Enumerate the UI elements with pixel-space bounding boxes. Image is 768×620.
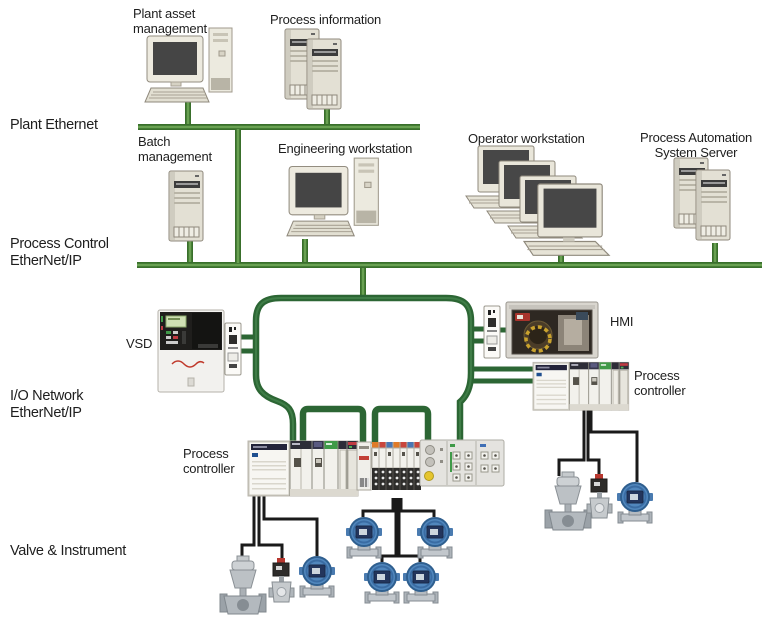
cable-right-transmitter	[589, 410, 639, 482]
label-process-control-ethernet: Process Control EtherNet/IP	[10, 236, 109, 269]
transmitter-icon	[363, 562, 401, 604]
operator-monitors-icon	[465, 145, 610, 256]
plc-rack-icon	[532, 361, 630, 411]
cable-mid-t-upleft	[361, 498, 395, 517]
server-tower-icon	[695, 169, 731, 241]
instrument-cables	[240, 410, 639, 562]
cable-left-smallvalve	[257, 492, 284, 560]
cable-right-smallvalve	[586, 410, 601, 476]
label-process-controller-left: Process controller	[183, 446, 235, 477]
ethernet-buses	[137, 100, 762, 300]
cable-mid-t-upright	[399, 498, 436, 517]
label-process-information: Process information	[270, 12, 382, 27]
label-process-automation-server: Process Automation System Server	[639, 130, 753, 161]
transmitter-icon	[298, 556, 336, 598]
plc-rack-icon	[247, 440, 359, 497]
cable-left-valve	[240, 492, 256, 560]
cable-right-valve	[557, 410, 586, 476]
point-io-rack-icon	[356, 441, 422, 491]
transmitter-icon	[345, 517, 383, 559]
small-valve-icon	[586, 473, 613, 519]
desktop-computer-icon	[286, 157, 379, 237]
transmitter-icon	[416, 517, 454, 559]
label-plant-asset-management: Plant asset management	[133, 6, 207, 37]
label-valve-instrument: Valve & Instrument	[10, 543, 127, 559]
control-valve-icon	[219, 555, 267, 615]
label-vsd: VSD	[126, 336, 153, 351]
cable-mid-t-lowright	[397, 498, 422, 562]
transmitter-icon	[616, 482, 654, 524]
flex-io-panel-icon	[419, 439, 505, 487]
label-engineering-workstation: Engineering workstation	[278, 141, 413, 156]
label-operator-workstation: Operator workstation	[468, 131, 585, 146]
label-hmi: HMI	[610, 314, 634, 329]
transmitter-icon	[402, 562, 440, 604]
hmi-panel-icon	[504, 300, 600, 360]
network-tap-icon	[224, 322, 242, 376]
network-tap-icon	[483, 305, 501, 359]
small-valve-icon	[268, 557, 295, 603]
vsd-drive-icon	[157, 309, 225, 393]
server-tower-icon	[168, 170, 204, 242]
control-valve-icon	[544, 471, 592, 531]
cable-mid-t-lowleft	[380, 498, 398, 562]
desktop-computer-icon	[144, 27, 233, 103]
ring-bridge-1	[299, 405, 367, 444]
label-batch-management: Batch management	[138, 134, 212, 165]
label-process-controller-right: Process controller	[634, 368, 686, 399]
label-plant-ethernet: Plant Ethernet	[10, 117, 98, 133]
server-tower-icon	[306, 38, 342, 110]
label-io-network-ethernet: I/O Network EtherNet/IP	[10, 388, 84, 421]
cable-left-transmitter	[262, 492, 319, 556]
ring-bridge-2	[371, 405, 432, 444]
